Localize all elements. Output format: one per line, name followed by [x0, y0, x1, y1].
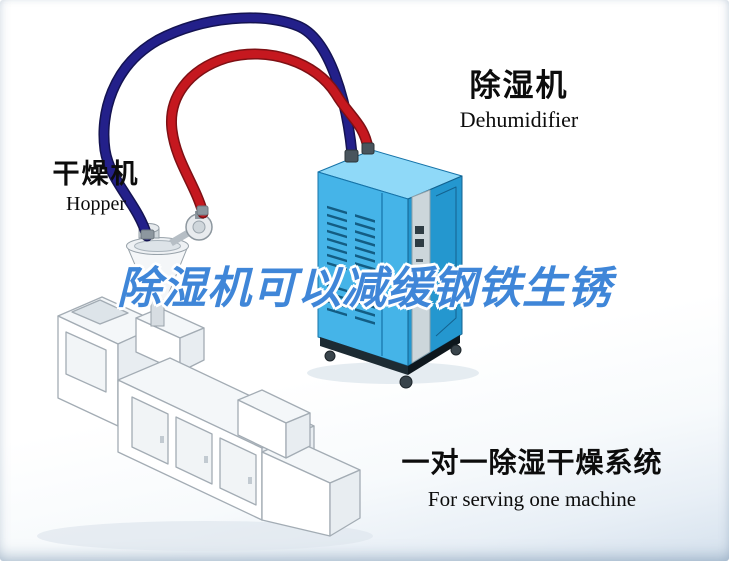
cabinet-base-front	[320, 337, 408, 375]
door-panel	[131, 396, 169, 465]
gearbox-saddle	[71, 299, 129, 325]
air-pipes	[98, 12, 374, 242]
caster-wheel	[450, 344, 462, 356]
floor-shadow-dehumidifier	[307, 362, 479, 384]
dryer-label: 干燥机 Hopper	[40, 159, 152, 216]
control-button	[415, 226, 424, 234]
system-label-cn: 一对一除湿干燥系统	[401, 447, 663, 478]
hopper-dryer-unit	[126, 211, 213, 327]
blower-pipe-fitting	[196, 205, 209, 216]
caster-wheel	[324, 350, 336, 362]
return-air-pipe	[167, 50, 372, 217]
feedbox-side	[179, 327, 205, 373]
blower-hub	[192, 220, 206, 234]
system-label-en: For serving one machine	[427, 487, 637, 512]
caster-wheel	[399, 375, 413, 389]
hopper-pipe-fitting	[140, 229, 155, 240]
dryer-label-cn: 干燥机	[52, 159, 140, 189]
control-slot	[416, 259, 423, 262]
hopper-rim-inner	[134, 240, 181, 252]
door-panel	[175, 416, 213, 485]
cabinet-pipe-fitting	[344, 149, 359, 163]
headline-text: 除湿机可以减缓钢铁生锈	[117, 264, 612, 313]
dehumidifier-label-en: Dehumidifier	[459, 106, 579, 132]
die-end-side	[329, 469, 361, 537]
cabinet-pipe-fitting	[361, 142, 375, 155]
extruder-machine	[57, 296, 361, 537]
blower-duct	[169, 229, 190, 247]
door-handle	[204, 456, 208, 463]
control-button	[415, 239, 424, 247]
dryer-label-en: Hopper	[66, 193, 126, 216]
side-door-outline	[435, 186, 457, 337]
cabinet-base-side	[408, 335, 460, 375]
door-handle	[160, 436, 164, 443]
vent-grilles	[327, 205, 375, 325]
supply-air-pipe	[99, 13, 356, 240]
door-panel	[219, 437, 257, 506]
dehumidifier-label-cn: 除湿机	[469, 68, 569, 103]
gearbox-panel	[65, 331, 107, 393]
pipe-connectors	[140, 142, 375, 240]
system-label: 一对一除湿干燥系统 For serving one machine	[388, 447, 676, 511]
top-box-side	[285, 412, 311, 459]
door-handle	[248, 477, 252, 484]
floor-shadow-extruder	[37, 521, 373, 551]
dehumidifier-label: 除湿机 Dehumidifier	[436, 68, 602, 132]
